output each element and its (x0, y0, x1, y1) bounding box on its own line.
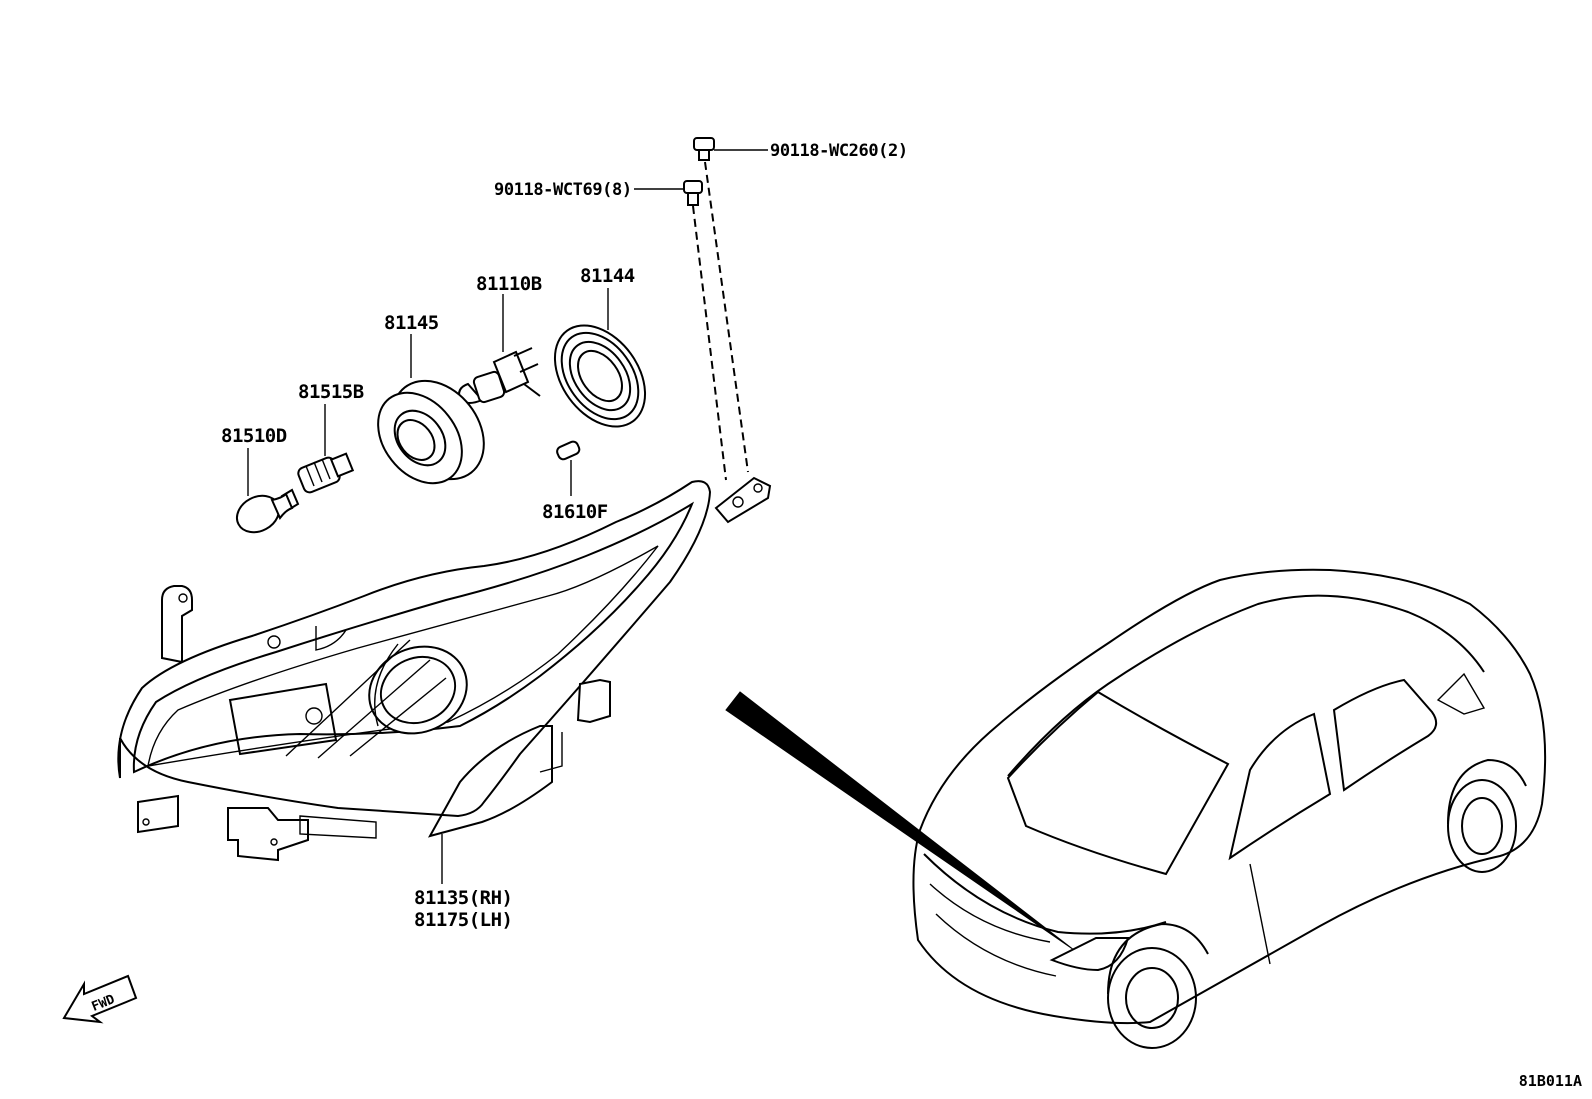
part-label-81145[interactable]: 81145 (384, 312, 439, 334)
part-label-90118-wc260[interactable]: 90118-WC260(2) (770, 141, 908, 161)
dashed-install-line (692, 205, 727, 481)
screw-icon[interactable] (683, 180, 703, 206)
fwd-arrow-icon: FWD (62, 974, 138, 1024)
socket-cover-ring-icon[interactable] (361, 363, 503, 500)
bolt-icon[interactable] (693, 137, 715, 161)
part-label-81110b[interactable]: 81110B (476, 273, 542, 295)
location-pointer (725, 691, 1075, 951)
part-label-81175-lh[interactable]: 81175(LH) (414, 909, 513, 931)
part-label-81135-rh[interactable]: 81135(RH) (414, 887, 513, 909)
part-label-81510d[interactable]: 81510D (221, 425, 287, 447)
socket-cover-icon[interactable] (536, 308, 663, 443)
turn-signal-bulb-icon[interactable] (231, 488, 300, 540)
headlamp-bulb-icon[interactable] (458, 347, 541, 404)
part-label-81610f[interactable]: 81610F (542, 501, 608, 523)
headlamp-assembly-icon[interactable] (117, 476, 772, 862)
dashed-install-line (704, 161, 749, 473)
part-label-81144[interactable]: 81144 (580, 265, 635, 287)
vehicle-outline-icon (912, 568, 1547, 1049)
part-label-81515b[interactable]: 81515B (298, 381, 364, 403)
diagram-reference-code: 81B011A (1519, 1072, 1582, 1090)
part-label-90118-wct69[interactable]: 90118-WCT69(8) (494, 180, 632, 200)
bulb-socket-icon[interactable] (297, 452, 355, 495)
wedge-bulb-icon[interactable] (556, 440, 581, 461)
